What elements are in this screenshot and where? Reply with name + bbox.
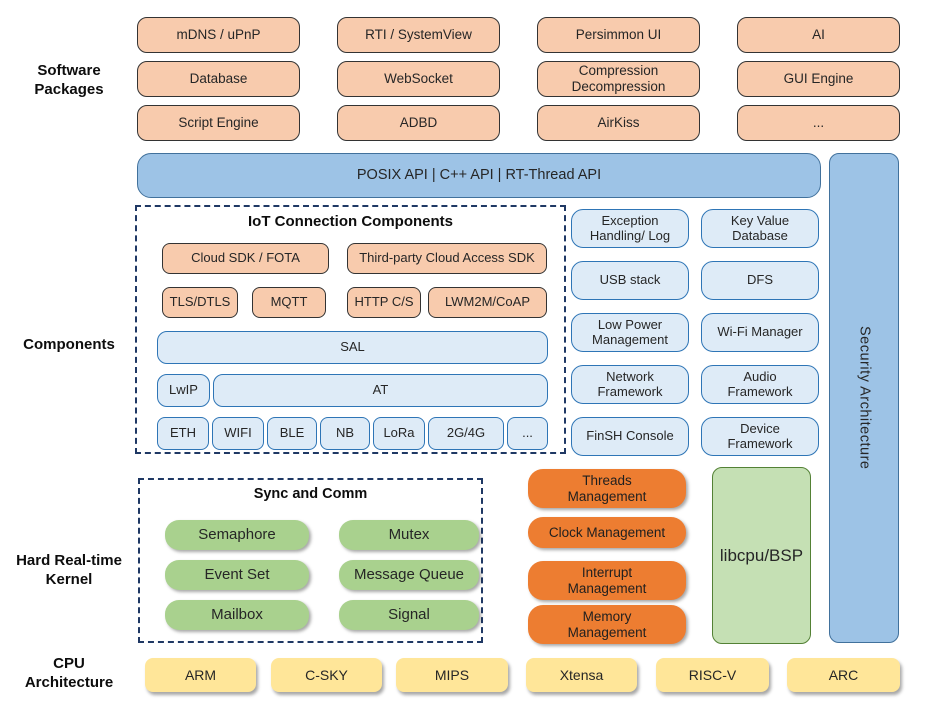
kernel-mutex: Mutex — [339, 520, 479, 550]
component-lwip: LwIP — [157, 374, 210, 407]
kernel-semaphore: Semaphore — [165, 520, 309, 550]
software-packages-label: Software Packages — [34, 62, 104, 98]
link-nb: NB — [320, 417, 370, 450]
link-wifi: WIFI — [212, 417, 264, 450]
component-wifi-manager: Wi-Fi Manager — [701, 313, 819, 352]
package-compression: Compression Decompression — [537, 61, 700, 97]
iot-link-layer-row: ETH WIFI BLE NB LoRa 2G/4G ... — [157, 417, 548, 450]
cpu-architecture-label: CPU Architecture — [24, 655, 114, 691]
iot-connection-components-group: IoT Connection Components Cloud SDK / FO… — [135, 205, 566, 454]
component-http-cs: HTTP C/S — [347, 287, 421, 318]
kernel-memory-management: Memory Management — [528, 605, 686, 644]
component-sal: SAL — [157, 331, 548, 364]
package-adbd: ADBD — [337, 105, 500, 141]
kernel-mailbox: Mailbox — [165, 600, 309, 630]
sync-and-comm-group: Sync and Comm Semaphore Mutex Event Set … — [138, 478, 483, 643]
cpu-mips: MIPS — [396, 658, 508, 692]
kernel-interrupt-management: Interrupt Management — [528, 561, 686, 600]
component-finsh-console: FinSH Console — [571, 417, 689, 456]
posix-api-bar: POSIX API | C++ API | RT-Thread API — [137, 153, 821, 198]
cpu-riscv: RISC-V — [656, 658, 769, 692]
kernel-threads-management: Threads Management — [528, 469, 686, 508]
kernel-signal: Signal — [339, 600, 479, 630]
component-usb-stack: USB stack — [571, 261, 689, 300]
component-at: AT — [213, 374, 548, 407]
security-architecture-bar: Security Architecture — [829, 153, 899, 643]
link-eth: ETH — [157, 417, 209, 450]
sync-and-comm-title: Sync and Comm — [253, 486, 368, 502]
cpu-csky: C-SKY — [271, 658, 382, 692]
package-websocket: WebSocket — [337, 61, 500, 97]
sync-and-comm-grid: Semaphore Mutex Event Set Message Queue … — [165, 520, 479, 630]
service-components-group: Exception Handling/ Log Key Value Databa… — [571, 209, 819, 456]
component-dfs: DFS — [701, 261, 819, 300]
kernel-event-set: Event Set — [165, 560, 309, 590]
kernel-libcpu-bsp: libcpu/BSP — [712, 467, 811, 644]
component-audio-framework: Audio Framework — [701, 365, 819, 404]
link-2g4g: 2G/4G — [428, 417, 504, 450]
component-tls-dtls: TLS/DTLS — [162, 287, 238, 318]
package-database: Database — [137, 61, 300, 97]
package-persimmon-ui: Persimmon UI — [537, 17, 700, 53]
iot-group-title: IoT Connection Components — [248, 213, 453, 230]
component-network-framework: Network Framework — [571, 365, 689, 404]
kernel-message-queue: Message Queue — [339, 560, 479, 590]
component-low-power: Low Power Management — [571, 313, 689, 352]
package-more: ... — [737, 105, 900, 141]
cpu-arm: ARM — [145, 658, 256, 692]
components-label: Components — [23, 336, 115, 353]
component-mqtt: MQTT — [252, 287, 326, 318]
package-ai: AI — [737, 17, 900, 53]
package-mdns-upnp: mDNS / uPnP — [137, 17, 300, 53]
cpu-arc: ARC — [787, 658, 900, 692]
kernel-label: Hard Real-time Kernel — [16, 552, 122, 588]
link-more: ... — [507, 417, 548, 450]
link-ble: BLE — [267, 417, 317, 450]
cpu-xtensa: Xtensa — [526, 658, 637, 692]
component-key-value-db: Key Value Database — [701, 209, 819, 248]
package-gui-engine: GUI Engine — [737, 61, 900, 97]
component-lwm2m-coap: LWM2M/CoAP — [428, 287, 547, 318]
package-script-engine: Script Engine — [137, 105, 300, 141]
component-cloud-sdk-fota: Cloud SDK / FOTA — [162, 243, 329, 274]
package-airkiss: AirKiss — [537, 105, 700, 141]
package-rti-systemview: RTI / SystemView — [337, 17, 500, 53]
software-packages-group: mDNS / uPnP RTI / SystemView Persimmon U… — [137, 17, 900, 141]
component-device-framework: Device Framework — [701, 417, 819, 456]
link-lora: LoRa — [373, 417, 425, 450]
component-exception-log: Exception Handling/ Log — [571, 209, 689, 248]
component-third-party-cloud-sdk: Third-party Cloud Access SDK — [347, 243, 547, 274]
kernel-clock-management: Clock Management — [528, 517, 686, 548]
